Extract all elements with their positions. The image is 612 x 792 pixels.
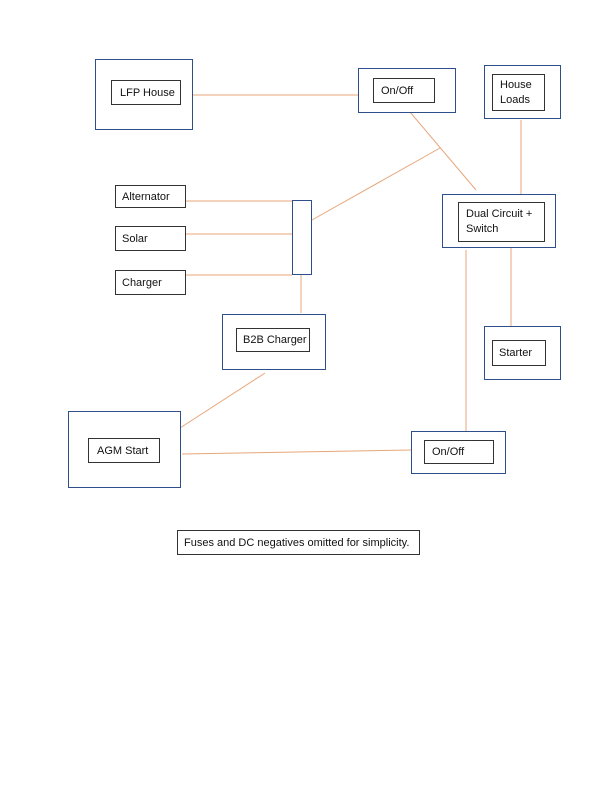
lfp-house-label: LFP House (120, 87, 175, 99)
b2b-charger-label: B2B Charger (243, 334, 307, 346)
wire-bar-to-junction (311, 147, 441, 221)
wire-onoff-to-junction (409, 111, 477, 191)
house-loads-label: House Loads (500, 79, 532, 106)
b2b-charger-box: B2B Charger (236, 328, 310, 352)
onoff-bottom-label: On/Off (432, 446, 465, 458)
wire-b2b-to-agm (179, 372, 266, 429)
wire-agm-to-onoff (181, 449, 413, 455)
solar-box: Solar (115, 226, 186, 251)
agm-start-label: AGM Start (97, 445, 149, 457)
note-text: Fuses and DC negatives omitted for simpl… (184, 537, 410, 549)
solar-label: Solar (122, 233, 148, 245)
lfp-house-box: LFP House (111, 80, 181, 105)
onoff-bottom-box: On/Off (424, 440, 494, 464)
house-loads-box: House Loads (492, 74, 545, 111)
agm-start-box: AGM Start (88, 438, 160, 463)
starter-label: Starter (499, 347, 533, 359)
bus-bar (292, 200, 312, 275)
dual-circuit-label: Dual Circuit + Switch (466, 208, 533, 235)
charger-label: Charger (122, 277, 162, 289)
charger-box: Charger (115, 270, 186, 295)
note-box: Fuses and DC negatives omitted for simpl… (177, 530, 420, 555)
alternator-label: Alternator (122, 191, 170, 203)
starter-box: Starter (492, 340, 546, 366)
onoff-top-label: On/Off (381, 85, 414, 97)
dual-circuit-box: Dual Circuit + Switch (458, 202, 545, 242)
onoff-top-box: On/Off (373, 78, 435, 103)
alternator-box: Alternator (115, 185, 186, 208)
